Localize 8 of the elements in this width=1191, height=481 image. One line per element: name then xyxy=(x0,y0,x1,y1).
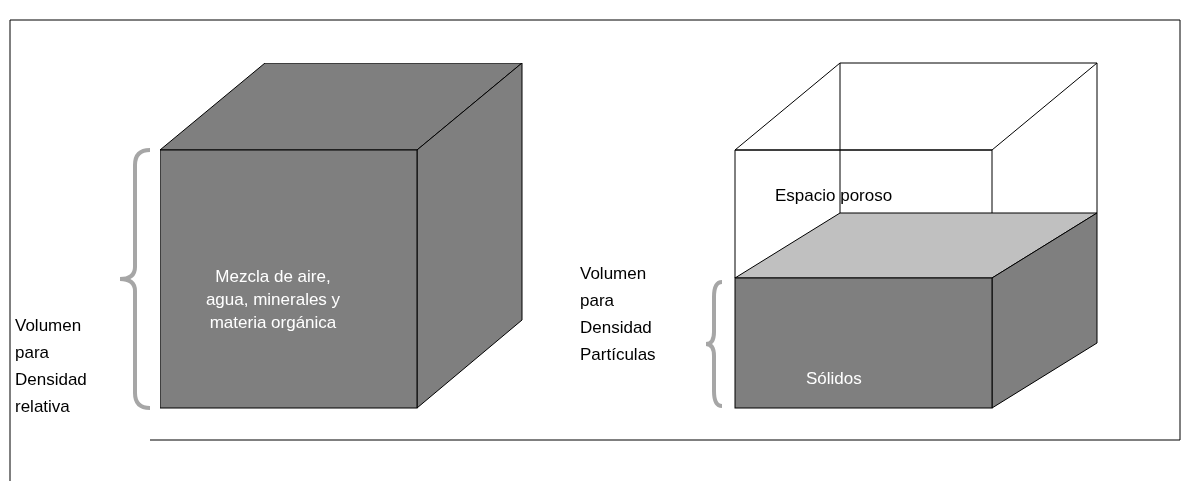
block-drawing xyxy=(734,212,1098,409)
block-label: Espacio poroso xyxy=(775,185,894,207)
block-label: Sólidos xyxy=(806,368,863,390)
block-label: Mezcla de aire, agua, minerales y materia orgánica xyxy=(204,266,342,334)
block-drawing xyxy=(160,63,523,409)
block-drawing xyxy=(734,62,1098,279)
volume-label: Volumen para Densidad Partículas xyxy=(580,263,657,366)
volume-label: Volumen para Densidad relativa xyxy=(15,315,88,418)
